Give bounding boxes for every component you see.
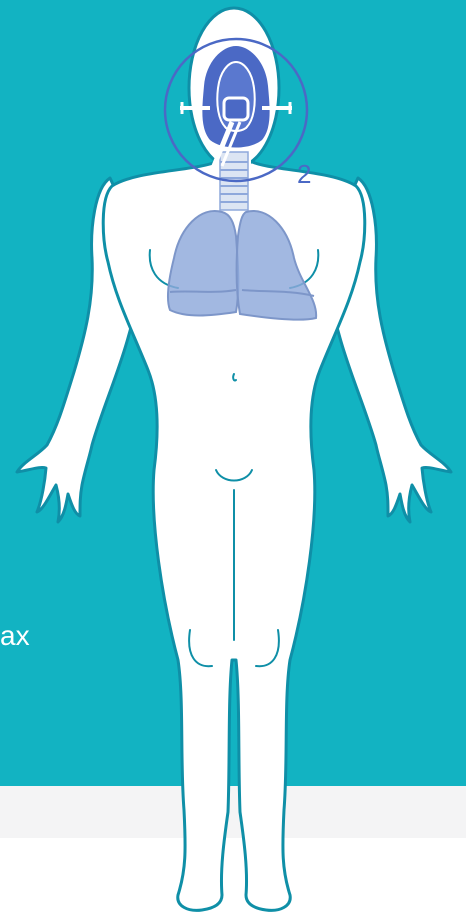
marker-number: 2 (297, 159, 311, 189)
